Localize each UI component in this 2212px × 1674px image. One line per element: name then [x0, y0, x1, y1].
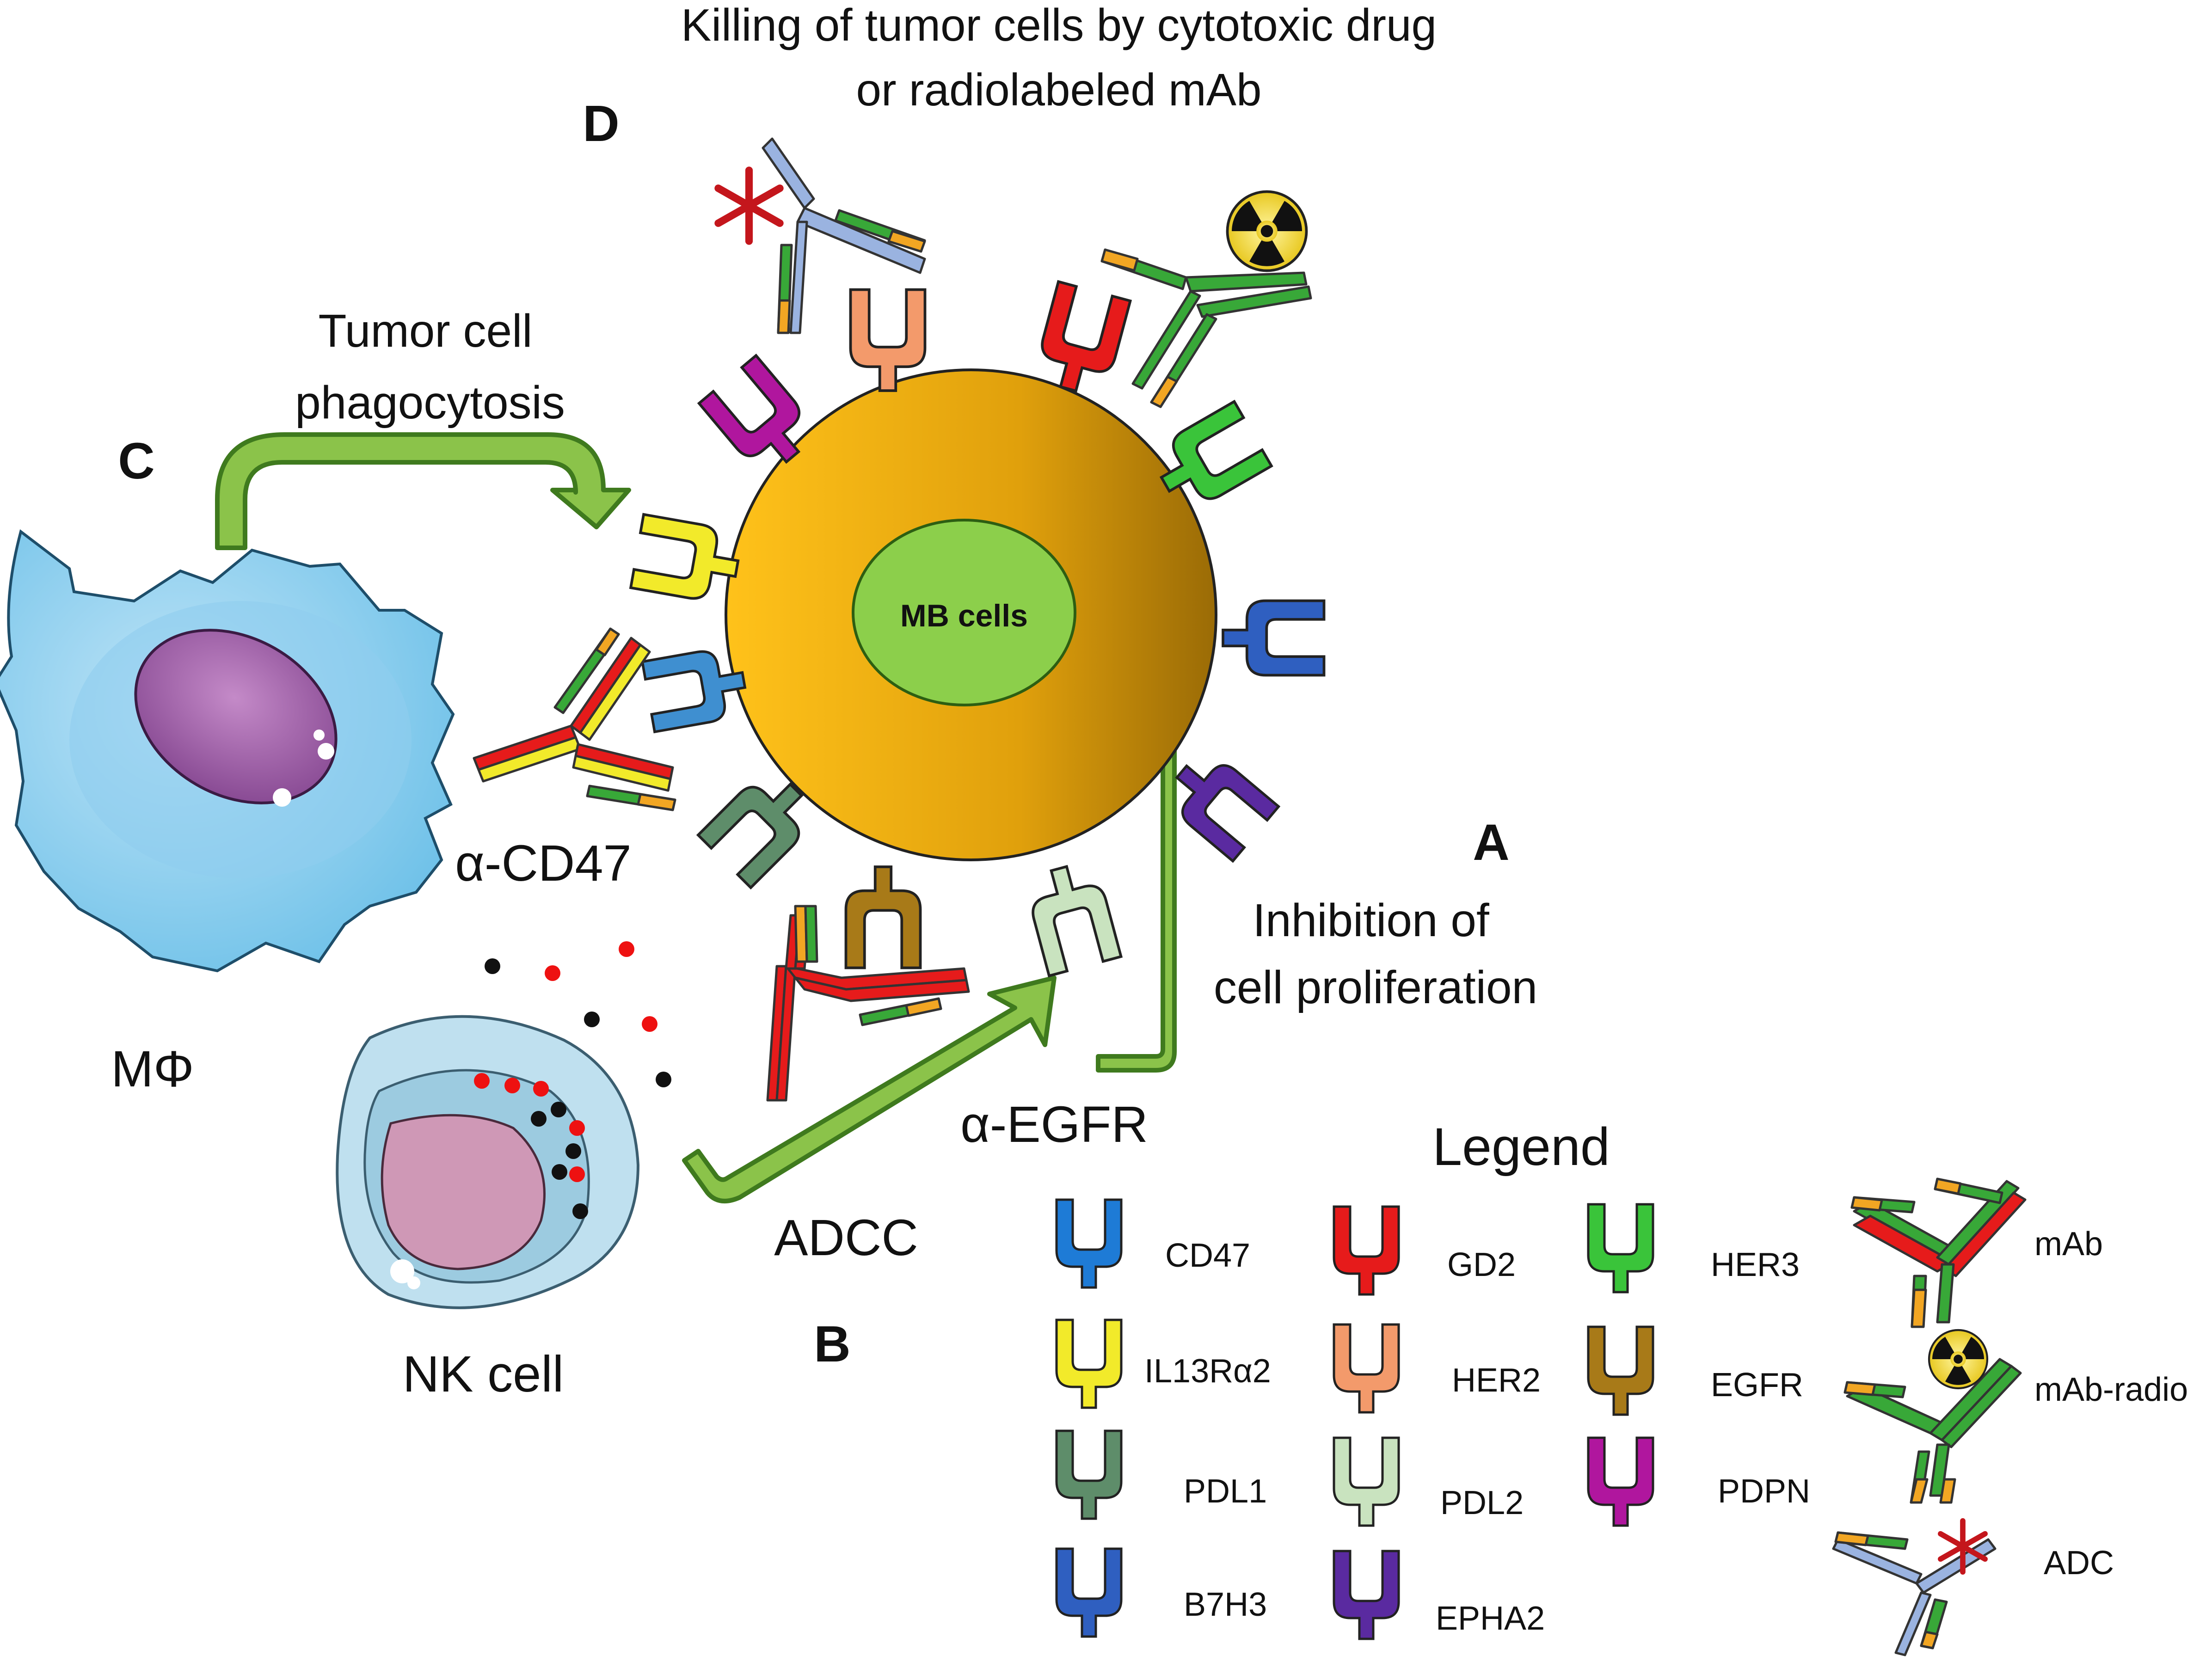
radio-symbol-on-cell — [1228, 192, 1307, 271]
gd2-icon — [1334, 1207, 1399, 1294]
legend-mab-radio: mAb-radio — [1843, 1330, 2188, 1504]
legend-receptor-her3: HER3 — [1588, 1204, 1800, 1292]
legend-receptor-her2: HER2 — [1334, 1324, 1541, 1412]
legend-label-il13ra2: IL13Rα2 — [1144, 1353, 1271, 1390]
legend-label-epha2: EPHA2 — [1436, 1600, 1545, 1637]
panel-letter-c: C — [118, 433, 154, 490]
macrophage-nucleus — [134, 629, 338, 804]
anti-egfr-label: α-EGFR — [960, 1096, 1148, 1153]
her3-icon — [1588, 1204, 1653, 1292]
egfr-icon — [1588, 1327, 1653, 1415]
legend-receptor-cd47: CD47 — [1057, 1200, 1250, 1288]
drug-asterisk-on-cell — [718, 171, 780, 241]
legend-title: Legend — [1432, 1117, 1610, 1177]
inhibition-label-line-2: cell proliferation — [1214, 962, 1537, 1013]
legend-label-her3: HER3 — [1711, 1246, 1800, 1283]
anti-cd47-antibody — [473, 627, 676, 811]
nk-cell — [336, 1015, 640, 1309]
phagocytosis-label-line-2: phagocytosis — [295, 377, 565, 429]
macrophage-label: MΦ — [111, 1041, 194, 1098]
legend-receptor-pdl2: PDL2 — [1334, 1438, 1524, 1526]
legend-label-pdl1: PDL1 — [1184, 1473, 1267, 1510]
nk-cell-label: NK cell — [403, 1346, 564, 1403]
released-granules — [485, 941, 671, 1087]
legend-receptor-b7h3: B7H3 — [1057, 1549, 1267, 1637]
legend-receptor-egfr: EGFR — [1588, 1327, 1803, 1415]
il13ra2-icon — [1057, 1320, 1121, 1408]
adc-icon — [1832, 1531, 1997, 1656]
epha2-icon — [1334, 1551, 1399, 1639]
panel-letter-d: D — [583, 95, 619, 152]
adcc-label: ADCC — [774, 1209, 918, 1266]
receptor-epha2-on-cell — [1159, 744, 1278, 861]
pdl1-icon — [1057, 1431, 1121, 1519]
legend-label-mab: mAb — [2034, 1226, 2103, 1263]
inhibition-label-line-1: Inhibition of — [1253, 895, 1489, 946]
tumor-nucleus — [852, 519, 1076, 706]
radio-antibody-on-cell — [1100, 248, 1312, 408]
legend-receptor-epha2: EPHA2 — [1334, 1551, 1545, 1639]
phagocytosis-label-line-1: Tumor cell — [318, 305, 532, 357]
legend-label-pdl2: PDL2 — [1440, 1484, 1524, 1521]
panel-letter-b: B — [814, 1316, 850, 1373]
legend-label-adc: ADC — [2044, 1545, 2114, 1582]
legend-receptor-pdl1: PDL1 — [1057, 1431, 1267, 1519]
radioisotope-icon — [1929, 1330, 1987, 1388]
anti-egfr-antibody — [766, 905, 970, 1102]
center-cell-label: MB cells — [900, 598, 1028, 633]
panel-letter-a: A — [1473, 814, 1509, 871]
title-line-1: Killing of tumor cells by cytotoxic drug — [681, 0, 1437, 50]
her2-icon — [1334, 1324, 1399, 1412]
nk-nucleus — [381, 1114, 546, 1270]
legend-label-mab-radio: mAb-radio — [2034, 1371, 2188, 1408]
legend-mab: mAb — [1850, 1177, 2103, 1328]
anti-cd47-label: α-CD47 — [455, 835, 631, 892]
legend-label-cd47: CD47 — [1165, 1237, 1250, 1274]
legend-label-her2: HER2 — [1452, 1362, 1541, 1399]
macrophage — [0, 529, 455, 973]
receptor-egfr-on-cell — [846, 867, 921, 968]
legend-receptor-gd2: GD2 — [1334, 1207, 1516, 1294]
receptor-pdl2-on-cell — [1023, 859, 1121, 976]
phagocytosis-arrow — [215, 432, 631, 550]
legend-label-gd2: GD2 — [1447, 1246, 1516, 1283]
legend-label-egfr: EGFR — [1711, 1367, 1803, 1404]
b7h3-icon — [1057, 1549, 1121, 1637]
legend-receptor-pdpn: PDPN — [1588, 1438, 1810, 1526]
legend-adc: ADC — [1832, 1521, 2114, 1656]
mab-icon — [1850, 1177, 2027, 1328]
pdl2-icon — [1334, 1438, 1399, 1526]
legend-receptor-il13ra2: IL13Rα2 — [1057, 1320, 1271, 1408]
pdpn-icon — [1588, 1438, 1653, 1526]
mab-radio-icon — [1843, 1358, 2022, 1504]
legend-label-pdpn: PDPN — [1718, 1473, 1810, 1510]
title-line-2: or radiolabeled mAb — [856, 64, 1261, 115]
legend-label-b7h3: B7H3 — [1184, 1586, 1267, 1623]
cd47-icon — [1057, 1200, 1121, 1288]
receptor-b7h3-on-cell — [1223, 601, 1324, 675]
adcc-arrow — [682, 975, 1057, 1203]
adc-antibody-on-cell — [762, 137, 926, 334]
